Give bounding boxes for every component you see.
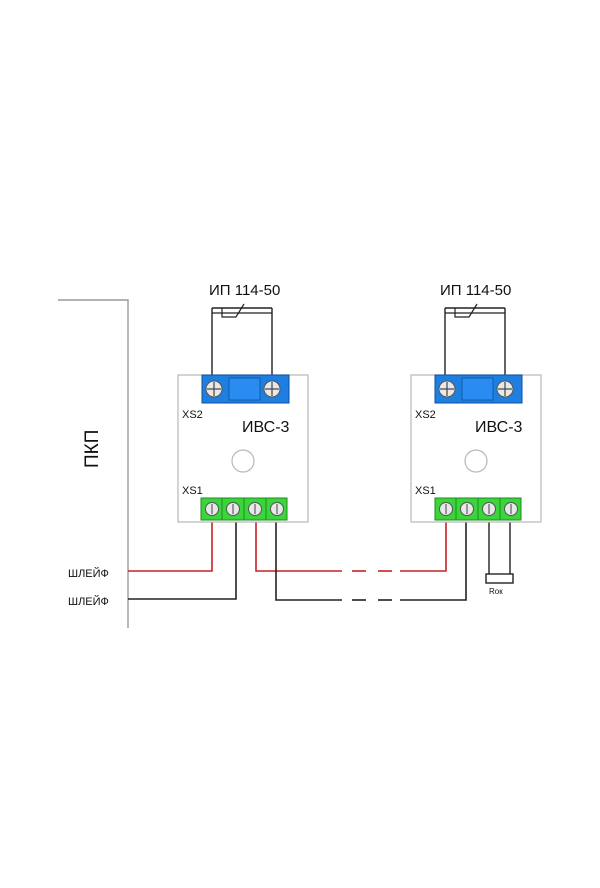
- resistor-label: Rок: [489, 587, 503, 596]
- xs1-label-2: XS1: [415, 485, 436, 497]
- detector-contact-arm-2: [454, 303, 478, 318]
- xs1-label-1: XS1: [182, 485, 203, 497]
- wire-red-m1-out: [255, 516, 342, 572]
- resistor-body: [485, 573, 514, 584]
- wire-black-m1-out: [275, 516, 342, 601]
- panel-label: ПКП: [82, 430, 103, 468]
- xs2-slot-2: [461, 377, 494, 401]
- xs2-label-1: XS2: [182, 409, 203, 421]
- led-hole-2: [464, 449, 488, 473]
- wire-black-m2-in: [400, 516, 467, 601]
- loop-label-1: ШЛЕЙФ: [68, 567, 109, 580]
- xs2-slot-1: [228, 377, 261, 401]
- xs2-label-2: XS2: [415, 409, 436, 421]
- led-hole-1: [231, 449, 255, 473]
- module-label-2: ИВС-3: [475, 419, 523, 436]
- module-label-1: ИВС-3: [242, 419, 290, 436]
- wire-red-panel-to-m1: [128, 516, 213, 572]
- loop-label-2: ШЛЕЙФ: [68, 595, 109, 608]
- wire-black-panel-to-m1: [128, 516, 237, 600]
- module-1: ИП 114-50 XS2 ИВС-3 XS1: [177, 282, 309, 523]
- detector-label-1: ИП 114-50: [209, 282, 280, 299]
- detector-contact-arm-1: [221, 303, 245, 318]
- wire-red-m2-in: [400, 516, 447, 572]
- module-2: ИП 114-50 XS2 ИВС-3 XS1: [410, 282, 542, 523]
- panel-outline: [58, 299, 129, 628]
- detector-label-2: ИП 114-50: [440, 282, 511, 299]
